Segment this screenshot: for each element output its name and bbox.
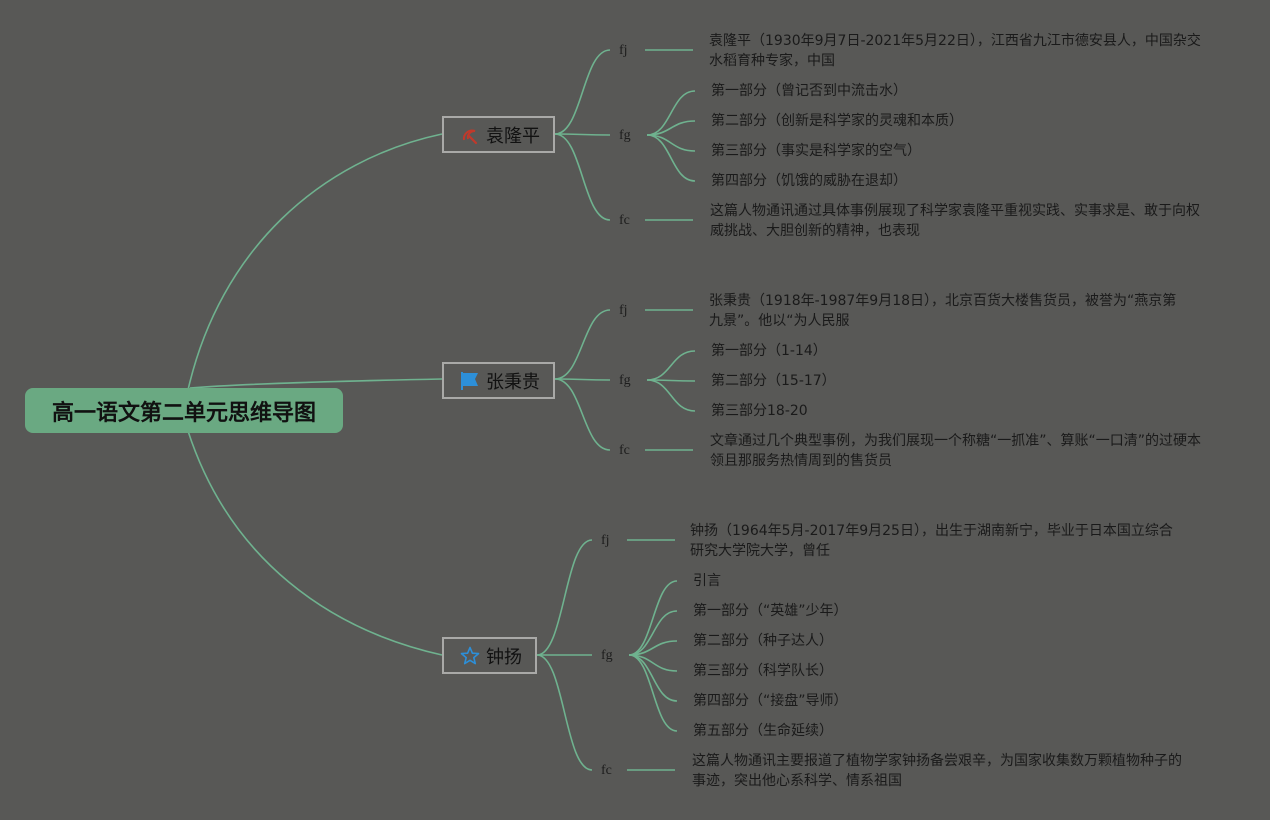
fg-item[interactable]: 第三部分（科学队长） [693, 663, 833, 679]
fg-item[interactable]: 引言 [693, 573, 721, 589]
connector-branch-tag [554, 133, 611, 221]
fg-item[interactable]: 第一部分（“英雄”少年） [693, 603, 848, 619]
star-icon [460, 646, 480, 664]
branch-node-yuan-longping[interactable]: 袁隆平 [442, 116, 555, 153]
connector-branch-tag [536, 654, 593, 771]
fc-text[interactable]: 文章通过几个典型事例，为我们展现一个称糖“一抓准”、算账“一口清”的过硬本领且那… [710, 433, 1202, 469]
connector-fg-item [628, 654, 678, 732]
connector-branch-tag [536, 539, 593, 656]
connector-branch-tag [554, 49, 611, 135]
branch-label: 钟扬 [486, 646, 522, 668]
connector-branch-tag [554, 378, 611, 451]
connector-branch-tag [554, 133, 611, 136]
tag-fc: fc [619, 443, 630, 458]
tag-fg: fg [601, 648, 613, 663]
flag-icon [461, 371, 478, 390]
root-label: 高一语文第二单元思维导图 [51, 400, 316, 426]
sickle-icon [462, 129, 478, 144]
fg-item[interactable]: 第一部分（曾记否到中流击水） [711, 83, 907, 99]
connector-root-branch [187, 430, 443, 656]
fg-item[interactable]: 第二部分（种子达人） [693, 633, 833, 649]
fg-item[interactable]: 第一部分（1-14） [711, 343, 827, 359]
fg-item[interactable]: 第三部分（事实是科学家的空气） [711, 143, 921, 159]
tag-fg: fg [619, 128, 631, 143]
tag-fj: fj [619, 43, 628, 58]
connector-fg-item [646, 350, 696, 381]
fc-text[interactable]: 这篇人物通讯主要报道了植物学家钟扬备尝艰辛，为国家收集数万颗植物种子的事迹，突出… [692, 753, 1182, 789]
tag-fj: fj [601, 533, 610, 548]
connector-root-branch [187, 133, 443, 391]
fg-item[interactable]: 第四部分（饥饿的威胁在退却） [711, 173, 907, 189]
branch-label: 张秉贵 [486, 371, 540, 393]
fc-text[interactable]: 这篇人物通讯通过具体事例展现了科学家袁隆平重视实践、实事求是、敢于向权威挑战、大… [710, 203, 1200, 239]
tag-fg: fg [619, 373, 631, 388]
tag-fc: fc [601, 763, 612, 778]
fg-item[interactable]: 第三部分18-20 [711, 403, 808, 419]
root-node[interactable]: 高一语文第二单元思维导图 [25, 388, 343, 433]
tag-fj: fj [619, 303, 628, 318]
connector-branch-tag [554, 378, 611, 381]
branch-node-zhang-binggui[interactable]: 张秉贵 [442, 362, 555, 399]
fj-text[interactable]: 袁隆平（1930年9月7日-2021年5月22日），江西省九江市德安县人，中国杂… [709, 33, 1201, 69]
fj-text[interactable]: 张秉贵（1918年-1987年9月18日），北京百货大楼售货员，被誉为“燕京第九… [709, 293, 1177, 329]
connector-fg-item [628, 580, 678, 656]
branch-label: 袁隆平 [486, 125, 540, 147]
fg-item[interactable]: 第四部分（“接盘”导师） [693, 693, 848, 709]
connector-fg-item [628, 610, 678, 656]
connector-fg-item [646, 134, 696, 182]
connector-fg-item [646, 90, 696, 136]
tag-fc: fc [619, 213, 630, 228]
connector-fg-item [646, 379, 696, 412]
fj-text[interactable]: 钟扬（1964年5月-2017年9月25日），出生于湖南新宁，毕业于日本国立综合… [690, 523, 1173, 559]
connector-root-branch [189, 378, 443, 389]
fg-item[interactable]: 第二部分（15-17） [711, 373, 836, 389]
connector-branch-tag [554, 309, 611, 380]
branch-node-zhong-yang[interactable]: 钟扬 [442, 637, 537, 674]
fg-item[interactable]: 第二部分（创新是科学家的灵魂和本质） [711, 113, 963, 129]
fg-item[interactable]: 第五部分（生命延续） [693, 723, 833, 739]
